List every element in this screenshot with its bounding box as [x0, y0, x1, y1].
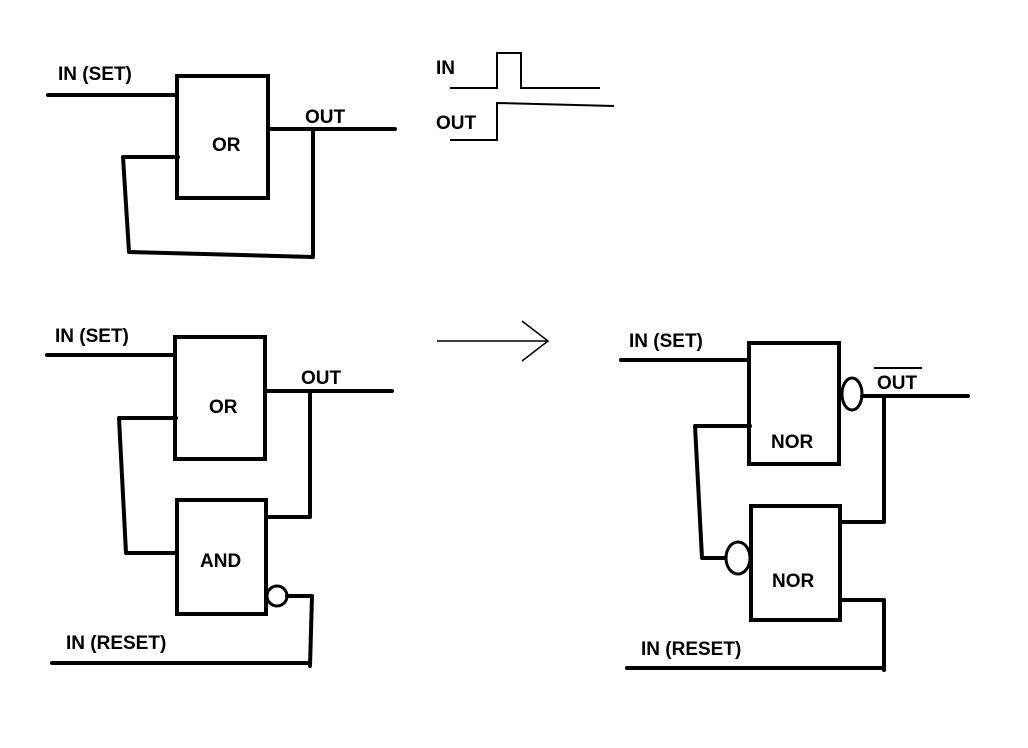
right-output-to-bottom-nor-wire [838, 394, 886, 524]
right-nor-top-inverter-bubble [840, 376, 864, 412]
arrow-head [521, 320, 550, 362]
or-and-latch-circuit: IN (SET) OR OUT AND IN (RESET) [45, 326, 394, 668]
mid-and-inverter-bubble [265, 584, 289, 608]
right-feedback-wire [693, 424, 752, 560]
top-or-latch-circuit: IN (SET) OR OUT [46, 64, 397, 259]
right-nor-top-label: NOR [771, 432, 814, 453]
wave-in-label: IN [436, 58, 455, 79]
wave-in-pulse [450, 52, 600, 89]
top-feedback-wire [121, 127, 315, 259]
right-nor-gate-top [747, 341, 841, 466]
mid-and-gate-label: AND [200, 551, 241, 572]
right-reset-to-nor-wire [838, 598, 886, 672]
mid-and-to-or-feedback-wire [117, 416, 179, 555]
top-or-gate-label: OR [212, 135, 241, 156]
mid-output-to-and-wire [264, 389, 312, 519]
timing-waveform: IN OUT [436, 52, 615, 141]
wave-out-label: OUT [436, 113, 477, 134]
top-in-set-label: IN (SET) [58, 64, 132, 85]
right-nor-bottom-inverter-bubble [724, 540, 752, 576]
right-out-bar-label: OUT [877, 373, 918, 394]
right-in-reset-label: IN (RESET) [641, 639, 741, 660]
wave-out-step [450, 101, 615, 141]
mid-in-set-label: IN (SET) [55, 326, 129, 347]
top-out-label: OUT [305, 107, 346, 128]
top-or-gate [175, 74, 270, 200]
nor-nor-latch-circuit: IN (SET) NOR OUT NOR IN (RESET) [619, 331, 970, 672]
right-in-set-label: IN (SET) [629, 331, 703, 352]
right-nor-gate-bottom [749, 504, 842, 622]
mid-or-gate [173, 335, 267, 461]
mid-out-label: OUT [301, 368, 342, 389]
mid-or-gate-label: OR [209, 397, 238, 418]
mid-reset-to-and-wire [285, 594, 314, 668]
mid-and-gate [175, 498, 268, 616]
transform-arrow [437, 320, 550, 362]
mid-in-reset-label: IN (RESET) [66, 633, 166, 654]
right-nor-bottom-label: NOR [772, 571, 815, 592]
